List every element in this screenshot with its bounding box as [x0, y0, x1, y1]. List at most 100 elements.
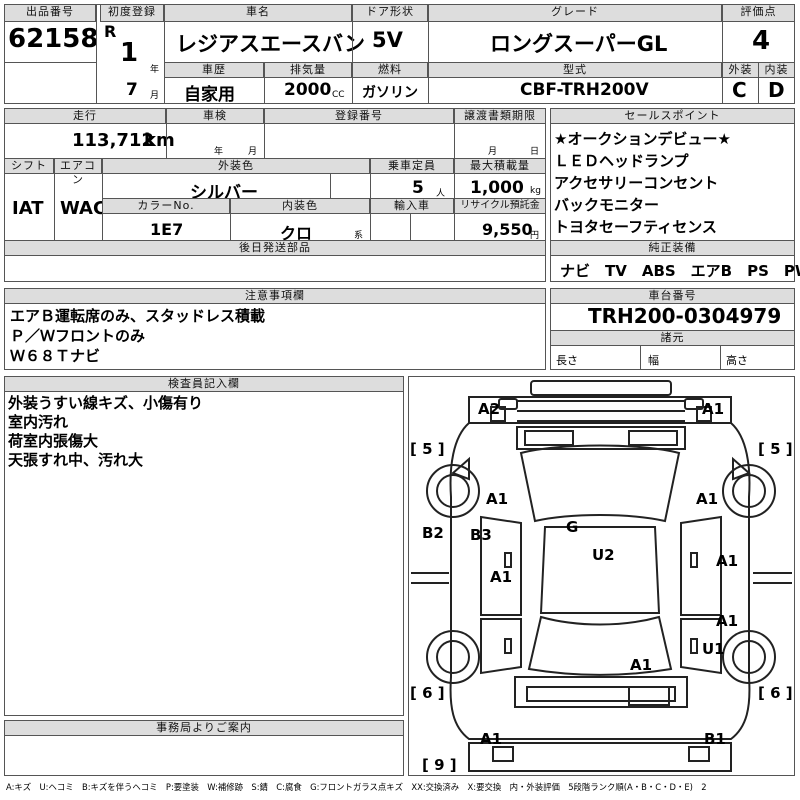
transfer-day-unit: 日 — [530, 147, 540, 157]
shift-label: シフト — [4, 158, 54, 174]
color-label: 外装色 — [102, 158, 370, 174]
era: R — [104, 22, 117, 41]
sales-points-list: ★オークションデビュー★ ＬＥＤヘッドランプ アクセサリーコンセント バックモニ… — [550, 128, 795, 238]
load-label: 最大積載量 — [454, 158, 546, 174]
office-label: 事務局よりご案内 — [4, 720, 404, 736]
car-name: レジアスエースバン — [176, 32, 365, 56]
transfer-label: 譲渡書類期限 — [454, 108, 546, 124]
ac: WAC — [60, 198, 107, 219]
height-label: 高さ — [726, 354, 748, 367]
damage-mark: A2 — [478, 400, 501, 418]
damage-mark: A1 — [486, 490, 509, 508]
displacement-label: 排気量 — [264, 62, 352, 78]
displacement: 2000 — [284, 80, 332, 100]
ac-label: エアコン — [54, 158, 102, 186]
note-item: Ｐ／Ｗフロントのみ — [10, 327, 146, 345]
tire-rear-left: [ 6 ] — [410, 684, 445, 702]
insp-month-unit: 月 — [248, 147, 258, 157]
tire-front-right: [ 5 ] — [758, 440, 793, 458]
inspector-box — [4, 376, 404, 716]
lot-no: 62158 — [8, 24, 99, 54]
import-label: 輸入車 — [370, 198, 454, 214]
tire-front-left: [ 5 ] — [410, 440, 445, 458]
damage-mark: B3 — [470, 526, 492, 544]
door: 5V — [372, 28, 403, 52]
car-outline-drawing — [411, 380, 792, 772]
legend: A:キズ U:ヘコミ B:キズを伴うヘコミ P:要塗装 W:補修跡 S:錆 C:… — [6, 782, 707, 792]
damage-mark: U2 — [592, 546, 615, 564]
color-no: 1E7 — [150, 220, 184, 239]
transfer-month-unit: 月 — [488, 147, 498, 157]
car-name-label: 車名 — [164, 4, 352, 22]
inspector-item: 室内汚れ — [8, 413, 69, 431]
int-grade: D — [768, 78, 785, 102]
damage-mark: A1 — [630, 656, 653, 674]
history-label: 車歴 — [164, 62, 264, 78]
color-no-label: カラーNo. — [102, 198, 230, 214]
damage-mark: A1 — [696, 490, 719, 508]
recycle-label: リサイクル預託金 — [454, 198, 546, 214]
sales-point-item: バックモニター — [554, 196, 660, 214]
ext-label: 外装 — [722, 62, 759, 78]
recycle: 9,550 — [482, 220, 533, 239]
sales-points-label: セールスポイント — [550, 108, 795, 124]
damage-diagram — [408, 376, 795, 776]
sales-point-item: ＬＥＤヘッドランプ — [554, 152, 689, 170]
fuel-label: 燃料 — [352, 62, 428, 78]
inspector-list: 外装うすい線キズ、小傷有り 室内汚れ 荷室内張傷大 天張すれ中、汚れ大 — [4, 394, 203, 470]
int-color: クロ — [280, 224, 313, 243]
note-item: エアＢ運転席のみ、スタッドレス積載 — [10, 307, 266, 325]
notes-list: エアＢ運転席のみ、スタッドレス積載 Ｐ／Ｗフロントのみ Ｗ６８Ｔナビ — [6, 306, 265, 366]
reg-year: 1 — [120, 38, 139, 68]
mileage-label: 走行 — [4, 108, 166, 124]
mileage: 113,712 — [72, 130, 154, 151]
damage-mark: U1 — [702, 640, 725, 658]
note-item: Ｗ６８Ｔナビ — [10, 347, 101, 365]
inspector-item: 天張すれ中、汚れ大 — [8, 451, 144, 469]
ext-grade: C — [732, 78, 747, 102]
reg-month: 7 — [126, 80, 138, 100]
int-label: 内装 — [758, 62, 795, 78]
model: CBF-TRH200V — [520, 80, 649, 100]
month-unit: 月 — [150, 91, 160, 101]
first-reg-label: 初度登録 — [100, 4, 164, 22]
mileage-unit: km — [144, 130, 175, 151]
spare-tire: [ 9 ] — [422, 756, 457, 774]
inspector-item: 外装うすい線キズ、小傷有り — [8, 394, 204, 412]
damage-mark: B2 — [422, 524, 444, 542]
door-label: ドア形状 — [352, 4, 428, 22]
inspector-label: 検査員記入欄 — [4, 376, 404, 392]
inspection-label: 車検 — [166, 108, 264, 124]
displacement-unit: CC — [332, 90, 345, 100]
later-parts-label: 後日発送部品 — [4, 240, 546, 256]
damage-mark: B1 — [704, 730, 726, 748]
tire-rear-right: [ 6 ] — [758, 684, 793, 702]
int-color-label: 内装色 — [230, 198, 370, 214]
length-label: 長さ — [556, 354, 578, 367]
insp-year-unit: 年 — [214, 147, 224, 157]
capacity: 5 — [412, 178, 424, 198]
score: 4 — [752, 26, 771, 56]
sales-point-item: アクセサリーコンセント — [554, 174, 719, 192]
damage-mark: A1 — [716, 552, 739, 570]
chassis-number: TRH200-0304979 — [588, 304, 782, 328]
lot-no-label: 出品番号 — [4, 4, 96, 22]
grade: ロングスーパーGL — [490, 32, 668, 56]
damage-mark: A1 — [716, 612, 739, 630]
capacity-unit: 人 — [436, 189, 446, 199]
load-unit: kg — [530, 186, 541, 196]
damage-mark: A1 — [480, 730, 503, 748]
damage-mark: G — [566, 518, 579, 536]
recycle-unit: 円 — [530, 231, 540, 241]
reg-no-label: 登録番号 — [264, 108, 454, 124]
width-label: 幅 — [648, 354, 659, 367]
dims-label: 諸元 — [550, 330, 795, 346]
load: 1,000 — [470, 178, 524, 198]
history: 自家用 — [184, 85, 235, 105]
sales-point-item: トヨタセーフティセンス — [554, 218, 717, 236]
int-color-unit: 系 — [354, 231, 364, 241]
score-label: 評価点 — [722, 4, 795, 22]
chassis-label: 車台番号 — [550, 288, 795, 304]
inspector-item: 荷室内張傷大 — [8, 432, 99, 450]
damage-mark: A1 — [490, 568, 513, 586]
